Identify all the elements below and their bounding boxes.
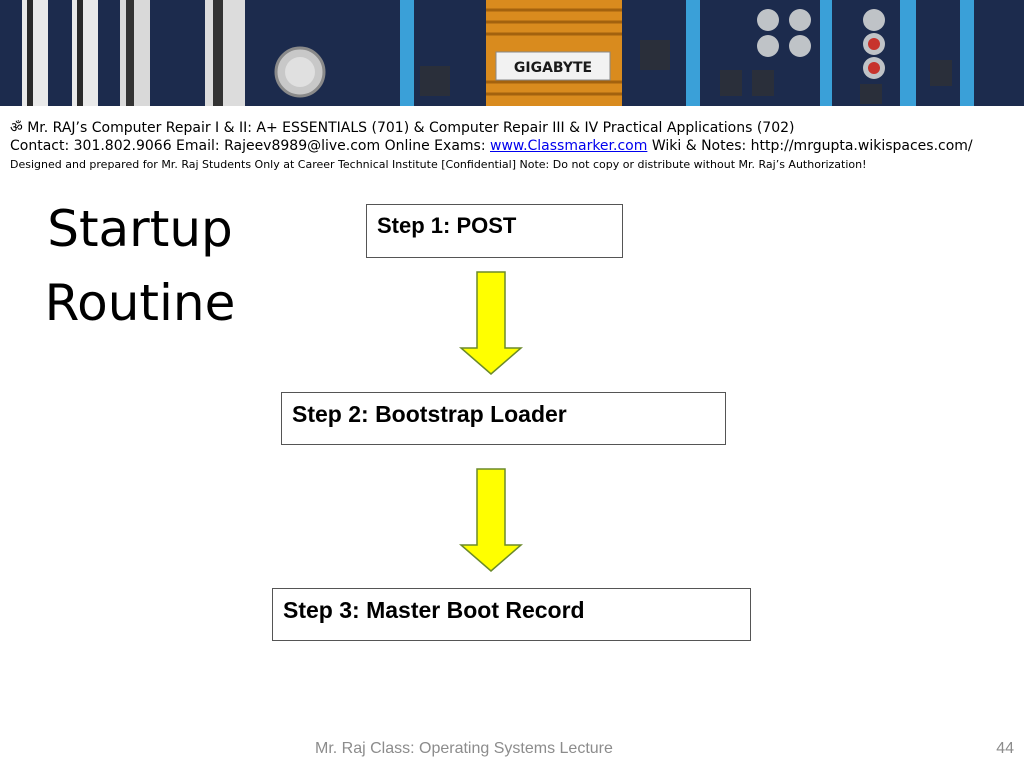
page-number: 44 xyxy=(996,740,1014,757)
svg-text:GIGABYTE: GIGABYTE xyxy=(514,60,592,76)
down-arrow-icon xyxy=(458,271,524,375)
contact-text: Contact: 301.802.9066 Email: Rajeev8989@… xyxy=(10,138,490,154)
contact-header-line: Contact: 301.802.9066 Email: Rajeev8989@… xyxy=(10,138,973,154)
footer-text: Mr. Raj Class: Operating Systems Lecture xyxy=(315,740,613,757)
down-arrow-icon xyxy=(458,468,524,572)
step-1-box: Step 1: POST xyxy=(366,204,623,258)
step-2-box: Step 2: Bootstrap Loader xyxy=(281,392,726,445)
slide-title: Startup Routine xyxy=(0,192,280,340)
course-header-line: ॐ Mr. RAJ’s Computer Repair I & II: A+ E… xyxy=(10,120,795,136)
confidentiality-note: Designed and prepared for Mr. Raj Studen… xyxy=(10,158,867,171)
classmarker-link[interactable]: www.Classmarker.com xyxy=(490,138,648,154)
wiki-notes-text: Wiki & Notes: http://mrgupta.wikispaces.… xyxy=(647,138,973,154)
step-3-box: Step 3: Master Boot Record xyxy=(272,588,751,641)
slide-title-line-1: Startup xyxy=(47,200,233,258)
motherboard-banner-image: GIGABYTE xyxy=(0,0,1024,106)
slide-title-line-2: Routine xyxy=(44,274,236,332)
